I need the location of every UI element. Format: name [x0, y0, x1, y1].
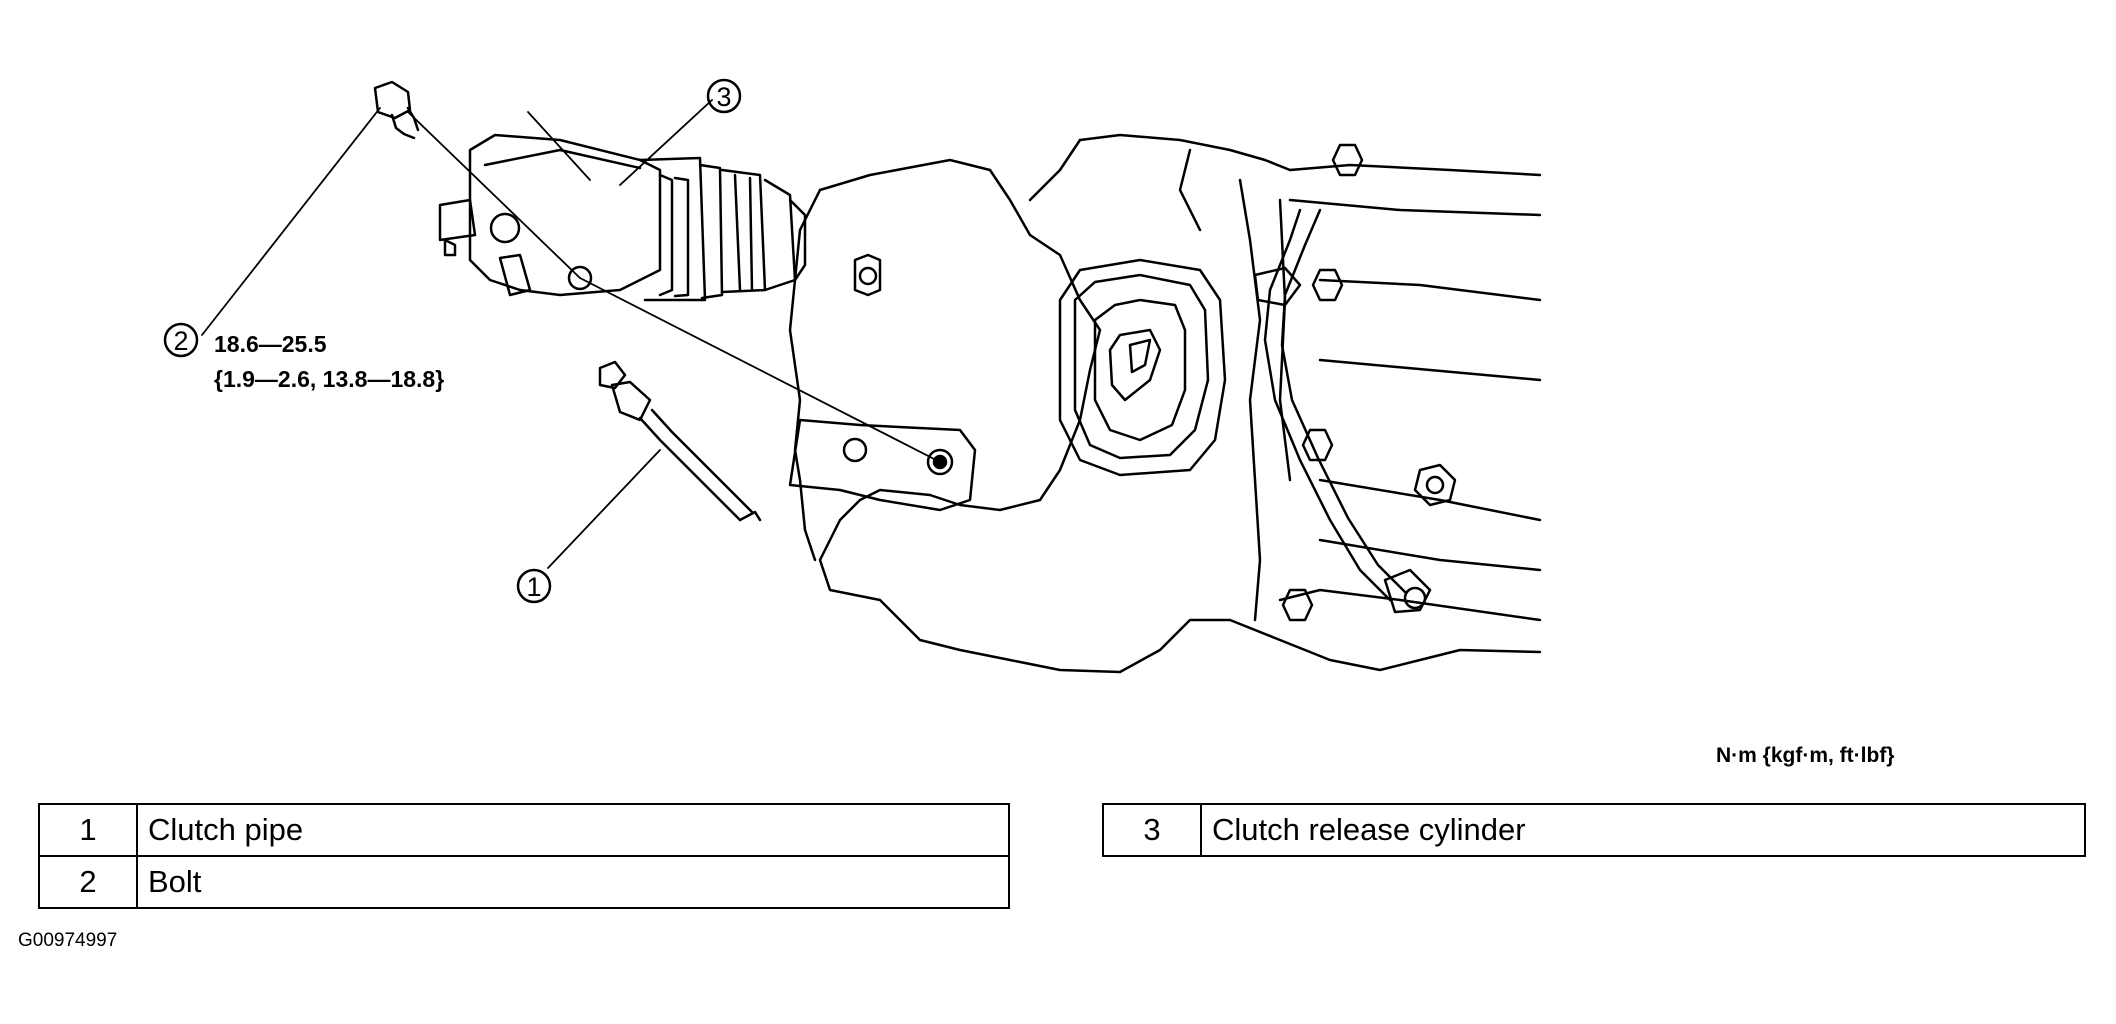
units-note: N·m {kgf·m, ft·lbf}	[1716, 744, 1895, 767]
housing-nuts	[1281, 143, 1457, 622]
table-row: 3 Clutch release cylinder	[1102, 803, 2086, 857]
mounting-bracket	[788, 253, 977, 512]
callout-2: 2	[163, 322, 199, 358]
image-id: G00974997	[18, 930, 118, 951]
shift-boot	[1058, 258, 1227, 477]
callout-1: 1	[516, 568, 552, 604]
clutch-release-cylinder	[438, 133, 807, 302]
callout-1-number: 1	[526, 572, 541, 602]
bolt	[373, 80, 420, 140]
table-row: 2 Bolt	[38, 855, 1010, 909]
callout-3-number: 3	[716, 82, 731, 112]
callout-3: 3	[706, 78, 742, 114]
transmission-housing	[788, 133, 1542, 674]
part-name: Clutch release cylinder	[1200, 803, 2086, 857]
torque-value: 18.6—25.5	[214, 331, 327, 357]
torque-sub-values: {1.9—2.6, 13.8—18.8}	[214, 366, 445, 392]
hydraulic-hose	[1253, 208, 1432, 614]
part-name: Bolt	[136, 855, 1010, 909]
part-number: 3	[1102, 803, 1202, 857]
part-name: Clutch pipe	[136, 803, 1010, 857]
callout-2-number: 2	[173, 326, 188, 356]
parts-table-right: 3 Clutch release cylinder	[1102, 803, 2086, 857]
parts-table-left: 1 Clutch pipe 2 Bolt	[38, 803, 1010, 909]
table-row: 1 Clutch pipe	[38, 803, 1010, 857]
leader-lines	[201, 99, 941, 569]
part-number: 2	[38, 855, 138, 909]
part-number: 1	[38, 803, 138, 857]
clutch-pipe	[598, 360, 762, 522]
